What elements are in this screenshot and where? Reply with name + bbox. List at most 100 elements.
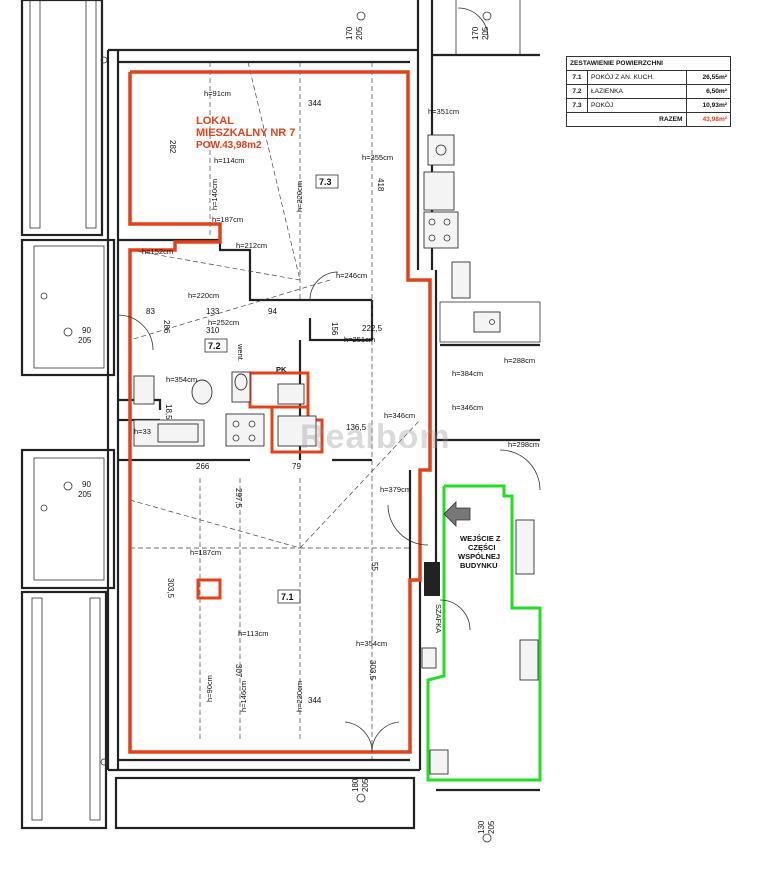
height-label: h=355cm [362, 153, 393, 162]
entrance-outline [426, 484, 542, 782]
entrance-note: BUDYNKU [460, 561, 498, 570]
dimension: 266 [196, 462, 210, 471]
shaft-note: SZAFKA [434, 604, 443, 633]
opening-height: 205 [481, 26, 490, 40]
height-label: h=187cm [190, 548, 221, 557]
height-label: h=298cm [508, 440, 539, 449]
height-label: h=354cm [166, 375, 197, 384]
notes: WEJŚCIE Z CZĘŚCI WSPÓLNEJ BUDYNKU SZAFKA… [236, 343, 501, 633]
height-label: h=90cm [205, 675, 214, 702]
room-7-1: 7.1 [281, 592, 294, 602]
legend-row: 7.3 POKÓJ 10,93m² [566, 98, 732, 113]
unit-label: LOKAL MIESZKALNY NR 7 POW.43,98m2 [196, 115, 295, 151]
opening-height: 205 [487, 820, 496, 834]
dimension: 303,5 [166, 578, 175, 599]
legend-row: 7.1 POKÓJ Z AN. KUCH. 26,55m² [566, 70, 732, 85]
legend-room-name: ŁAZIENKA [587, 84, 687, 99]
entrance-note: WEJŚCIE Z [460, 534, 501, 543]
height-label: h=146cm [239, 681, 248, 712]
dimension-labels: 344 83 133 94 310 222,5 266 79 344 136,5… [146, 99, 385, 705]
height-label: h=187cm [212, 215, 243, 224]
opening-width: 130 [477, 820, 486, 834]
legend-header: ZESTAWIENIE POWIERZCHNI [566, 56, 731, 71]
height-label: h=91cm [204, 89, 231, 98]
dimension: 310 [206, 326, 220, 335]
legend-room-number: 7.3 [566, 98, 588, 113]
entrance-note: CZĘŚCI [468, 543, 496, 552]
height-label: h=152cm [142, 247, 173, 256]
opening-height: 205 [355, 26, 364, 40]
height-label: h=251cm [344, 335, 375, 344]
legend-room-number: 7.1 [566, 70, 588, 85]
legend-room-area: 6,50m² [685, 84, 732, 99]
building-walls [20, 0, 541, 830]
opening-width: 90 [82, 480, 91, 489]
pk-note: PK [276, 365, 287, 374]
dimension: 18,5 [164, 404, 173, 420]
room-7-3: 7.3 [319, 177, 332, 187]
vent-note: went. [236, 343, 245, 362]
opening-height: 205 [78, 336, 92, 345]
legend-total-row: RAZEM 43,98m² [566, 112, 732, 127]
legend-room-area: 10,93m² [685, 98, 732, 113]
dimension: 133 [206, 307, 220, 316]
height-label: h=140cm [210, 179, 219, 210]
room-7-2: 7.2 [208, 341, 221, 351]
height-label: h=246cm [336, 271, 367, 280]
opening-markers [40, 11, 492, 843]
height-label: h=252cm [208, 318, 239, 327]
legend-room-area: 26,55m² [685, 70, 732, 85]
dimension: 297,5 [234, 488, 243, 509]
height-label: h=220cm [188, 291, 219, 300]
dimension: 136,5 [346, 423, 367, 432]
unit-label-line1: LOKAL [196, 115, 234, 127]
area-legend-table: ZESTAWIENIE POWIERZCHNI 7.1 POKÓJ Z AN. … [566, 56, 732, 127]
dimension: 303,5 [368, 660, 377, 681]
dimension: 83 [146, 307, 155, 316]
dimension: 55 [370, 562, 379, 571]
height-label: h=288cm [504, 356, 535, 365]
height-label: h=384cm [452, 369, 483, 378]
height-label: h=113cm [238, 629, 269, 638]
opening-height: 205 [78, 490, 92, 499]
opening-width: 170 [471, 26, 480, 40]
height-label: h=220cm [295, 181, 304, 212]
height-label: h=379cm [380, 485, 411, 494]
height-label: h=220cm [295, 681, 304, 712]
dimension: 156 [330, 322, 339, 336]
height-label: h=33 [134, 427, 151, 436]
legend-row: 7.2 ŁAZIENKA 6,50m² [566, 84, 732, 99]
watermark: Realbom [300, 418, 451, 456]
opening-width: 170 [345, 26, 354, 40]
legend-room-name: POKÓJ Z AN. KUCH. [587, 70, 687, 85]
dimension: 79 [292, 462, 301, 471]
height-label: h=212cm [236, 241, 267, 250]
legend-header-row: ZESTAWIENIE POWIERZCHNI [566, 56, 731, 71]
height-label: h=354cm [356, 639, 387, 648]
dimension: 344 [308, 696, 322, 705]
height-label: h=351cm [428, 107, 459, 116]
entrance-note: WSPÓLNEJ [458, 552, 500, 561]
height-labels: h=91cm h=114cm h=187cm h=152cm h=212cm h… [134, 89, 539, 712]
fixtures [133, 134, 539, 775]
opening-labels: 170 205 170 205 90 205 90 205 180 205 13… [78, 26, 496, 834]
dimension: 344 [308, 99, 322, 108]
dimension: 282 [168, 140, 177, 154]
dimension: 286 [162, 320, 171, 334]
room-labels: 7.3 7.2 7.1 [204, 174, 339, 604]
dimension: 94 [268, 307, 277, 316]
unit-label-line3: POW.43,98m2 [196, 140, 262, 151]
height-label: h=346cm [384, 411, 415, 420]
ceiling-lines [129, 61, 421, 760]
doors [117, 7, 541, 753]
dimension: 418 [376, 178, 385, 192]
opening-width: 90 [82, 326, 91, 335]
height-label: h=114cm [214, 156, 245, 165]
dimension: 222,5 [362, 324, 383, 333]
opening-height: 205 [361, 778, 370, 792]
height-label: h=346cm [452, 403, 483, 412]
legend-total-value: 43,98m² [685, 112, 732, 127]
legend-room-number: 7.2 [566, 84, 588, 99]
unit-label-line2: MIESZKALNY NR 7 [196, 127, 295, 139]
